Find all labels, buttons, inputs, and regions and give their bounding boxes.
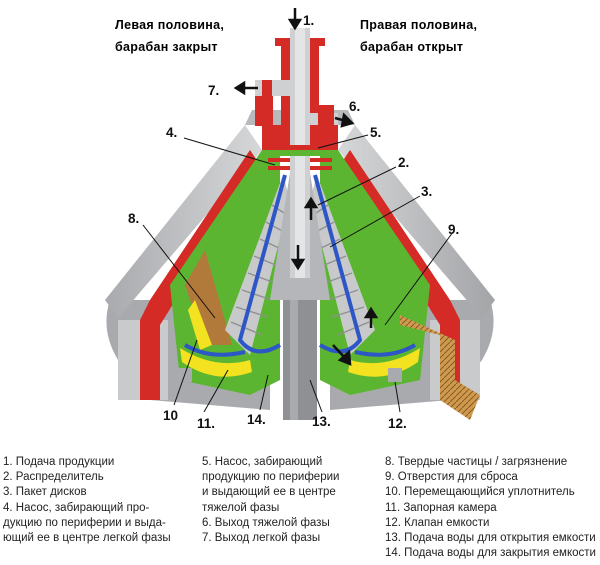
callout-9: 9. (448, 222, 459, 237)
callout-6: 6. (349, 99, 360, 114)
callout-11: 11. (197, 416, 215, 431)
seal-right (388, 368, 402, 382)
distributor (183, 174, 417, 357)
legend-item-5: 5. Насос, забирающий продукцию по перифе… (202, 456, 340, 514)
header-left-line2: барабан закрыт (115, 40, 218, 54)
callout-5: 5. (370, 125, 381, 140)
legend-column-2: 5. Насос, забирающий продукцию по перифе… (202, 455, 378, 546)
light-phase-outlet (255, 80, 293, 126)
legend-item-13: 13. Подача воды для открытия емкости (385, 532, 596, 545)
callout-1: 1. (303, 13, 314, 28)
header-left-line1: Левая половина, (115, 18, 224, 32)
legend-item-7: 7. Выход легкой фазы (202, 532, 321, 545)
separator-diagram: Левая половина, барабан закрыт Правая по… (105, 8, 495, 431)
callout-2: 2. (398, 155, 409, 170)
legend-column-1: 1. Подача продукции 2. Распределитель 3.… (3, 455, 199, 546)
legend-item-9: 9. Отверстия для сброса (385, 471, 518, 484)
legend-item-12: 12. Клапан емкости (385, 516, 490, 529)
legend-item-1: 1. Подача продукции (3, 456, 115, 468)
header-right-line1: Правая половина, (360, 18, 477, 32)
solids-zone-left (185, 250, 232, 345)
legend-item-14: 14. Подача воды для закрытия емкости (385, 547, 596, 560)
callout-10: 10 (163, 408, 178, 423)
callout-13: 13. (312, 414, 331, 429)
callout-8: 8. (128, 211, 139, 226)
legend-item-8: 8. Твердые частицы / загрязнение (385, 456, 568, 468)
leader-lines (142, 134, 454, 413)
callout-4: 4. (166, 125, 177, 140)
legend-item-10: 10. Перемещающийся уплотнитель (385, 486, 575, 499)
callout-12: 12. (388, 416, 407, 431)
callout-7: 7. (208, 83, 219, 98)
legend-item-3: 3. Пакет дисков (3, 486, 87, 499)
callout-3: 3. (421, 184, 432, 199)
heavy-phase-outlet (308, 105, 338, 127)
callout-14: 14. (247, 412, 266, 427)
legend-item-4: 4. Насос, забирающий про- дукцию по пери… (3, 501, 171, 545)
discharge-valve (400, 315, 480, 420)
legend-item-2: 2. Распределитель (3, 471, 104, 484)
legend-item-11: 11. Запорная камера (385, 501, 497, 514)
legend-item-6: 6. Выход тяжелой фазы (202, 516, 330, 529)
pump-rings (268, 158, 332, 170)
spindle (283, 300, 317, 420)
flow-arrows (233, 8, 379, 366)
header-right-line2: барабан открыт (360, 40, 463, 54)
legend-column-3: 8. Твердые частицы / загрязнение 9. Отве… (385, 455, 598, 561)
